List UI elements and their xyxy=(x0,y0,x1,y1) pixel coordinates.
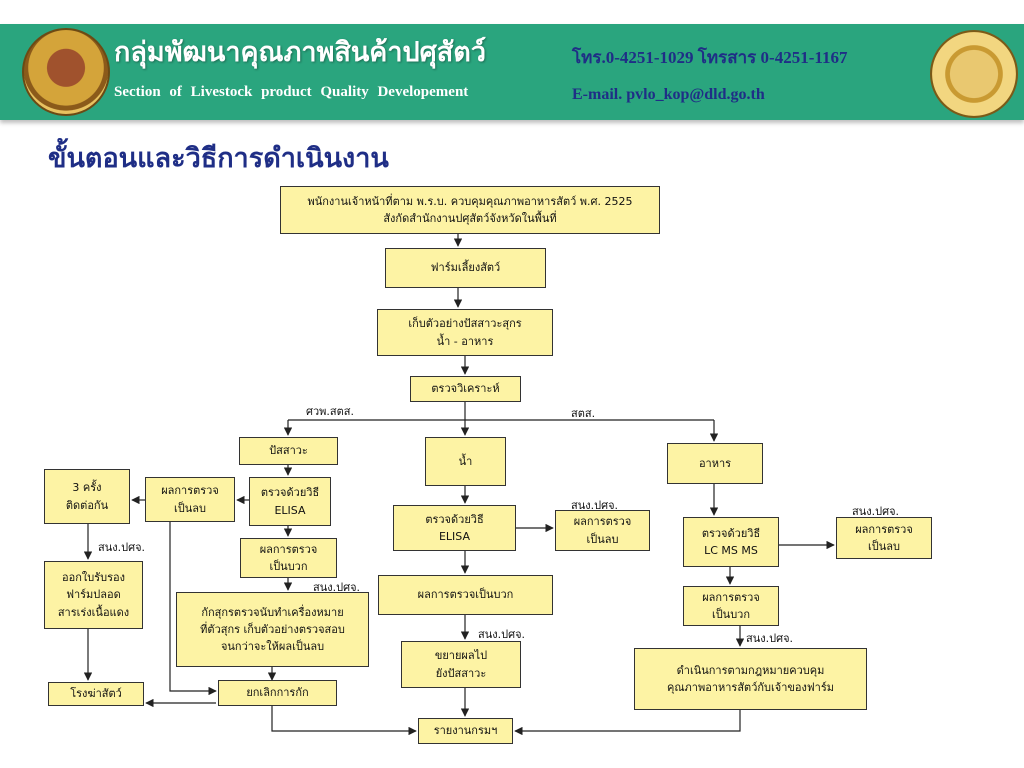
box-analyze: ตรวจวิเคราะห์ xyxy=(410,376,521,402)
label-stas: สตส. xyxy=(571,407,596,420)
header-banner xyxy=(0,24,1024,120)
box-water: น้ำ xyxy=(425,437,506,486)
label-snk-water-positive: สนง.ปศจ. xyxy=(478,628,526,641)
label-sawp: ศวพ.สตส. xyxy=(306,405,354,418)
phone-fax-text: โทร.0-4251-1029 โทรสาร 0-4251-1167 xyxy=(572,48,848,67)
box-cancel-quarantine: ยกเลิกการกัก xyxy=(218,680,337,706)
arrow-negative-to-cancel xyxy=(169,522,217,696)
box-feed-negative: ผลการตรวจ เป็นลบ xyxy=(836,517,932,559)
email-link[interactable]: E-mail. pvlo_kop@dld.go.th xyxy=(572,86,765,103)
box-feed: อาหาร xyxy=(667,443,763,484)
page-title: ขั้นตอนและวิธีการดำเนินงาน xyxy=(48,143,389,174)
box-feed-lcms: ตรวจด้วยวิธี LC MS MS xyxy=(683,517,779,567)
box-water-elisa: ตรวจด้วยวิธี ELISA xyxy=(393,505,516,551)
section-title-thai: กลุ่มพัฒนาคุณภาพสินค้าปศุสัตว์ xyxy=(114,37,486,68)
box-urine-elisa: ตรวจด้วยวิธี ELISA xyxy=(249,477,331,526)
box-collect-sample: เก็บตัวอย่างปัสสาวะสุกร น้ำ - อาหาร xyxy=(377,309,553,356)
box-certify: ออกใบรับรอง ฟาร์มปลอด สารเร่งเนื้อแดง xyxy=(44,561,143,629)
label-snk-feed-negative: สนง.ปศจ. xyxy=(852,505,900,518)
box-three-times: 3 ครั้ง ติดต่อกัน xyxy=(44,469,130,524)
label-snk-water-negative: สนง.ปศจ. xyxy=(571,499,619,512)
box-water-negative: ผลการตรวจ เป็นลบ xyxy=(555,510,650,551)
provincial-seal-icon xyxy=(930,30,1018,118)
label-snk-certify: สนง.ปศจ. xyxy=(98,541,146,554)
department-seal-icon xyxy=(22,28,110,116)
box-quarantine: กักสุกรตรวจนับทำเครื่องหมาย ที่ตัวสุกร เ… xyxy=(176,592,369,667)
box-officer: พนักงานเจ้าหน้าที่ตาม พ.ร.บ. ควบคุมคุณภา… xyxy=(280,186,660,234)
box-report: รายงานกรมฯ xyxy=(418,718,513,744)
box-urine: ปัสสาวะ xyxy=(239,437,338,465)
label-snk-quarantine: สนง.ปศจ. xyxy=(313,581,361,594)
box-urine-negative: ผลการตรวจ เป็นลบ xyxy=(145,477,235,522)
label-snk-feed-positive: สนง.ปศจ. xyxy=(746,632,794,645)
arrow-legal-to-report xyxy=(514,710,741,736)
box-feed-positive: ผลการตรวจ เป็นบวก xyxy=(683,586,779,626)
box-slaughterhouse: โรงฆ่าสัตว์ xyxy=(48,682,144,706)
section-title-english: Section of Livestock product Quality Dev… xyxy=(114,84,469,100)
box-farm: ฟาร์มเลี้ยงสัตว์ xyxy=(385,248,546,288)
arrow-cancel-to-report xyxy=(271,706,417,736)
box-expand-urine: ขยายผลไป ยังปัสสาวะ xyxy=(401,641,521,688)
box-urine-positive: ผลการตรวจ เป็นบวก xyxy=(240,538,337,578)
box-water-positive: ผลการตรวจเป็นบวก xyxy=(378,575,553,615)
box-legal-action: ดำเนินการตามกฎหมายควบคุม คุณภาพอาหารสัตว… xyxy=(634,648,867,710)
